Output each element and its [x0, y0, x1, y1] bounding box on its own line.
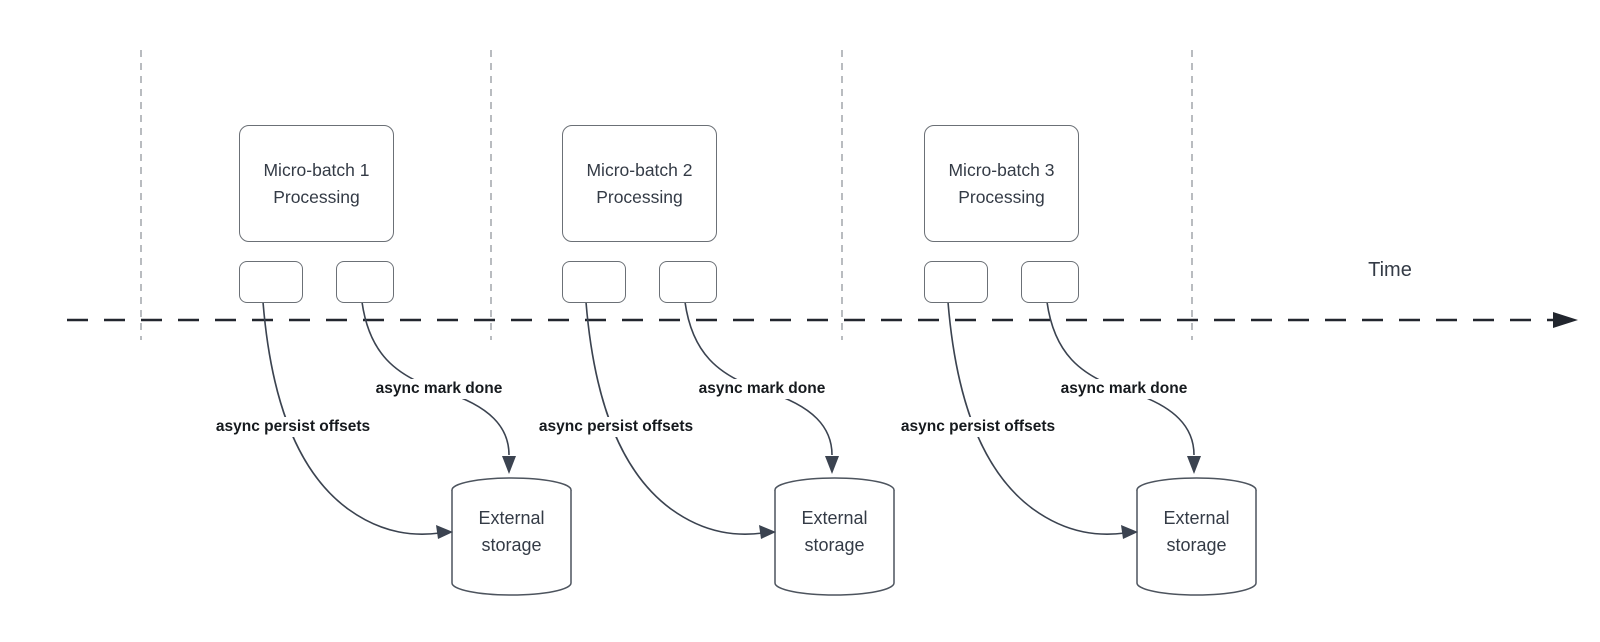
external-storage-label-line2: storage [804, 535, 865, 555]
mark-done-task-box [1021, 261, 1079, 303]
micro-batch-box-title: Micro-batch 2 [586, 159, 693, 180]
persist-offsets-task-box [239, 261, 303, 303]
async-persist-offsets-label: async persist offsets [523, 417, 709, 437]
async-persist-offsets-arrowhead-icon [436, 525, 453, 539]
external-storage-label-line2: storage [1166, 535, 1227, 555]
external-storage-label-line1: External [1163, 508, 1230, 528]
async-mark-done-arrowhead-icon [1187, 456, 1201, 474]
external-storage-label: External storage [775, 505, 894, 559]
micro-batch-box: Micro-batch 1 Processing [239, 125, 394, 242]
async-persist-offsets-label: async persist offsets [885, 417, 1071, 437]
micro-batch-box-subtitle: Processing [273, 186, 360, 207]
external-storage-cylinder-body [1136, 490, 1257, 596]
async-mark-done-arrowhead-icon [502, 456, 516, 474]
async-persist-offsets-label: async persist offsets [200, 417, 386, 437]
external-storage-cylinder-body [451, 490, 572, 596]
micro-batch-box-subtitle: Processing [596, 186, 683, 207]
time-axis-arrowhead-icon [1553, 312, 1578, 328]
async-mark-done-arrowhead-icon [825, 456, 839, 474]
micro-batch-group-1: Micro-batch 1 Processing async persist o… [200, 0, 600, 642]
micro-batch-3-edges [947, 301, 1257, 596]
micro-batch-group-3: Micro-batch 3 Processing async persist o… [885, 0, 1285, 642]
async-persist-offsets-arrowhead-icon [759, 525, 776, 539]
micro-batch-box-subtitle: Processing [958, 186, 1045, 207]
micro-batch-box-title: Micro-batch 3 [948, 159, 1055, 180]
external-storage-label: External storage [452, 505, 571, 559]
mark-done-task-box [659, 261, 717, 303]
persist-offsets-task-box [924, 261, 988, 303]
async-mark-done-label: async mark done [1051, 379, 1197, 399]
time-axis-label: Time [1368, 259, 1412, 281]
async-mark-done-label: async mark done [366, 379, 512, 399]
external-storage-cylinder-body [774, 490, 895, 596]
external-storage-label-line1: External [801, 508, 868, 528]
external-storage-label: External storage [1137, 505, 1256, 559]
micro-batch-box-title: Micro-batch 1 [263, 159, 370, 180]
mark-done-task-box [336, 261, 394, 303]
micro-batch-box: Micro-batch 2 Processing [562, 125, 717, 242]
async-mark-done-label: async mark done [689, 379, 835, 399]
async-persist-offsets-arrow [262, 301, 441, 535]
persist-offsets-task-box [562, 261, 626, 303]
micro-batch-box: Micro-batch 3 Processing [924, 125, 1079, 242]
async-persist-offsets-arrow [585, 301, 764, 535]
async-persist-offsets-arrow [947, 301, 1126, 535]
external-storage-label-line2: storage [481, 535, 542, 555]
async-persist-offsets-arrowhead-icon [1121, 525, 1138, 539]
micro-batch-2-edges [585, 301, 895, 596]
external-storage-label-line1: External [478, 508, 545, 528]
micro-batch-group-2: Micro-batch 2 Processing async persist o… [523, 0, 923, 642]
